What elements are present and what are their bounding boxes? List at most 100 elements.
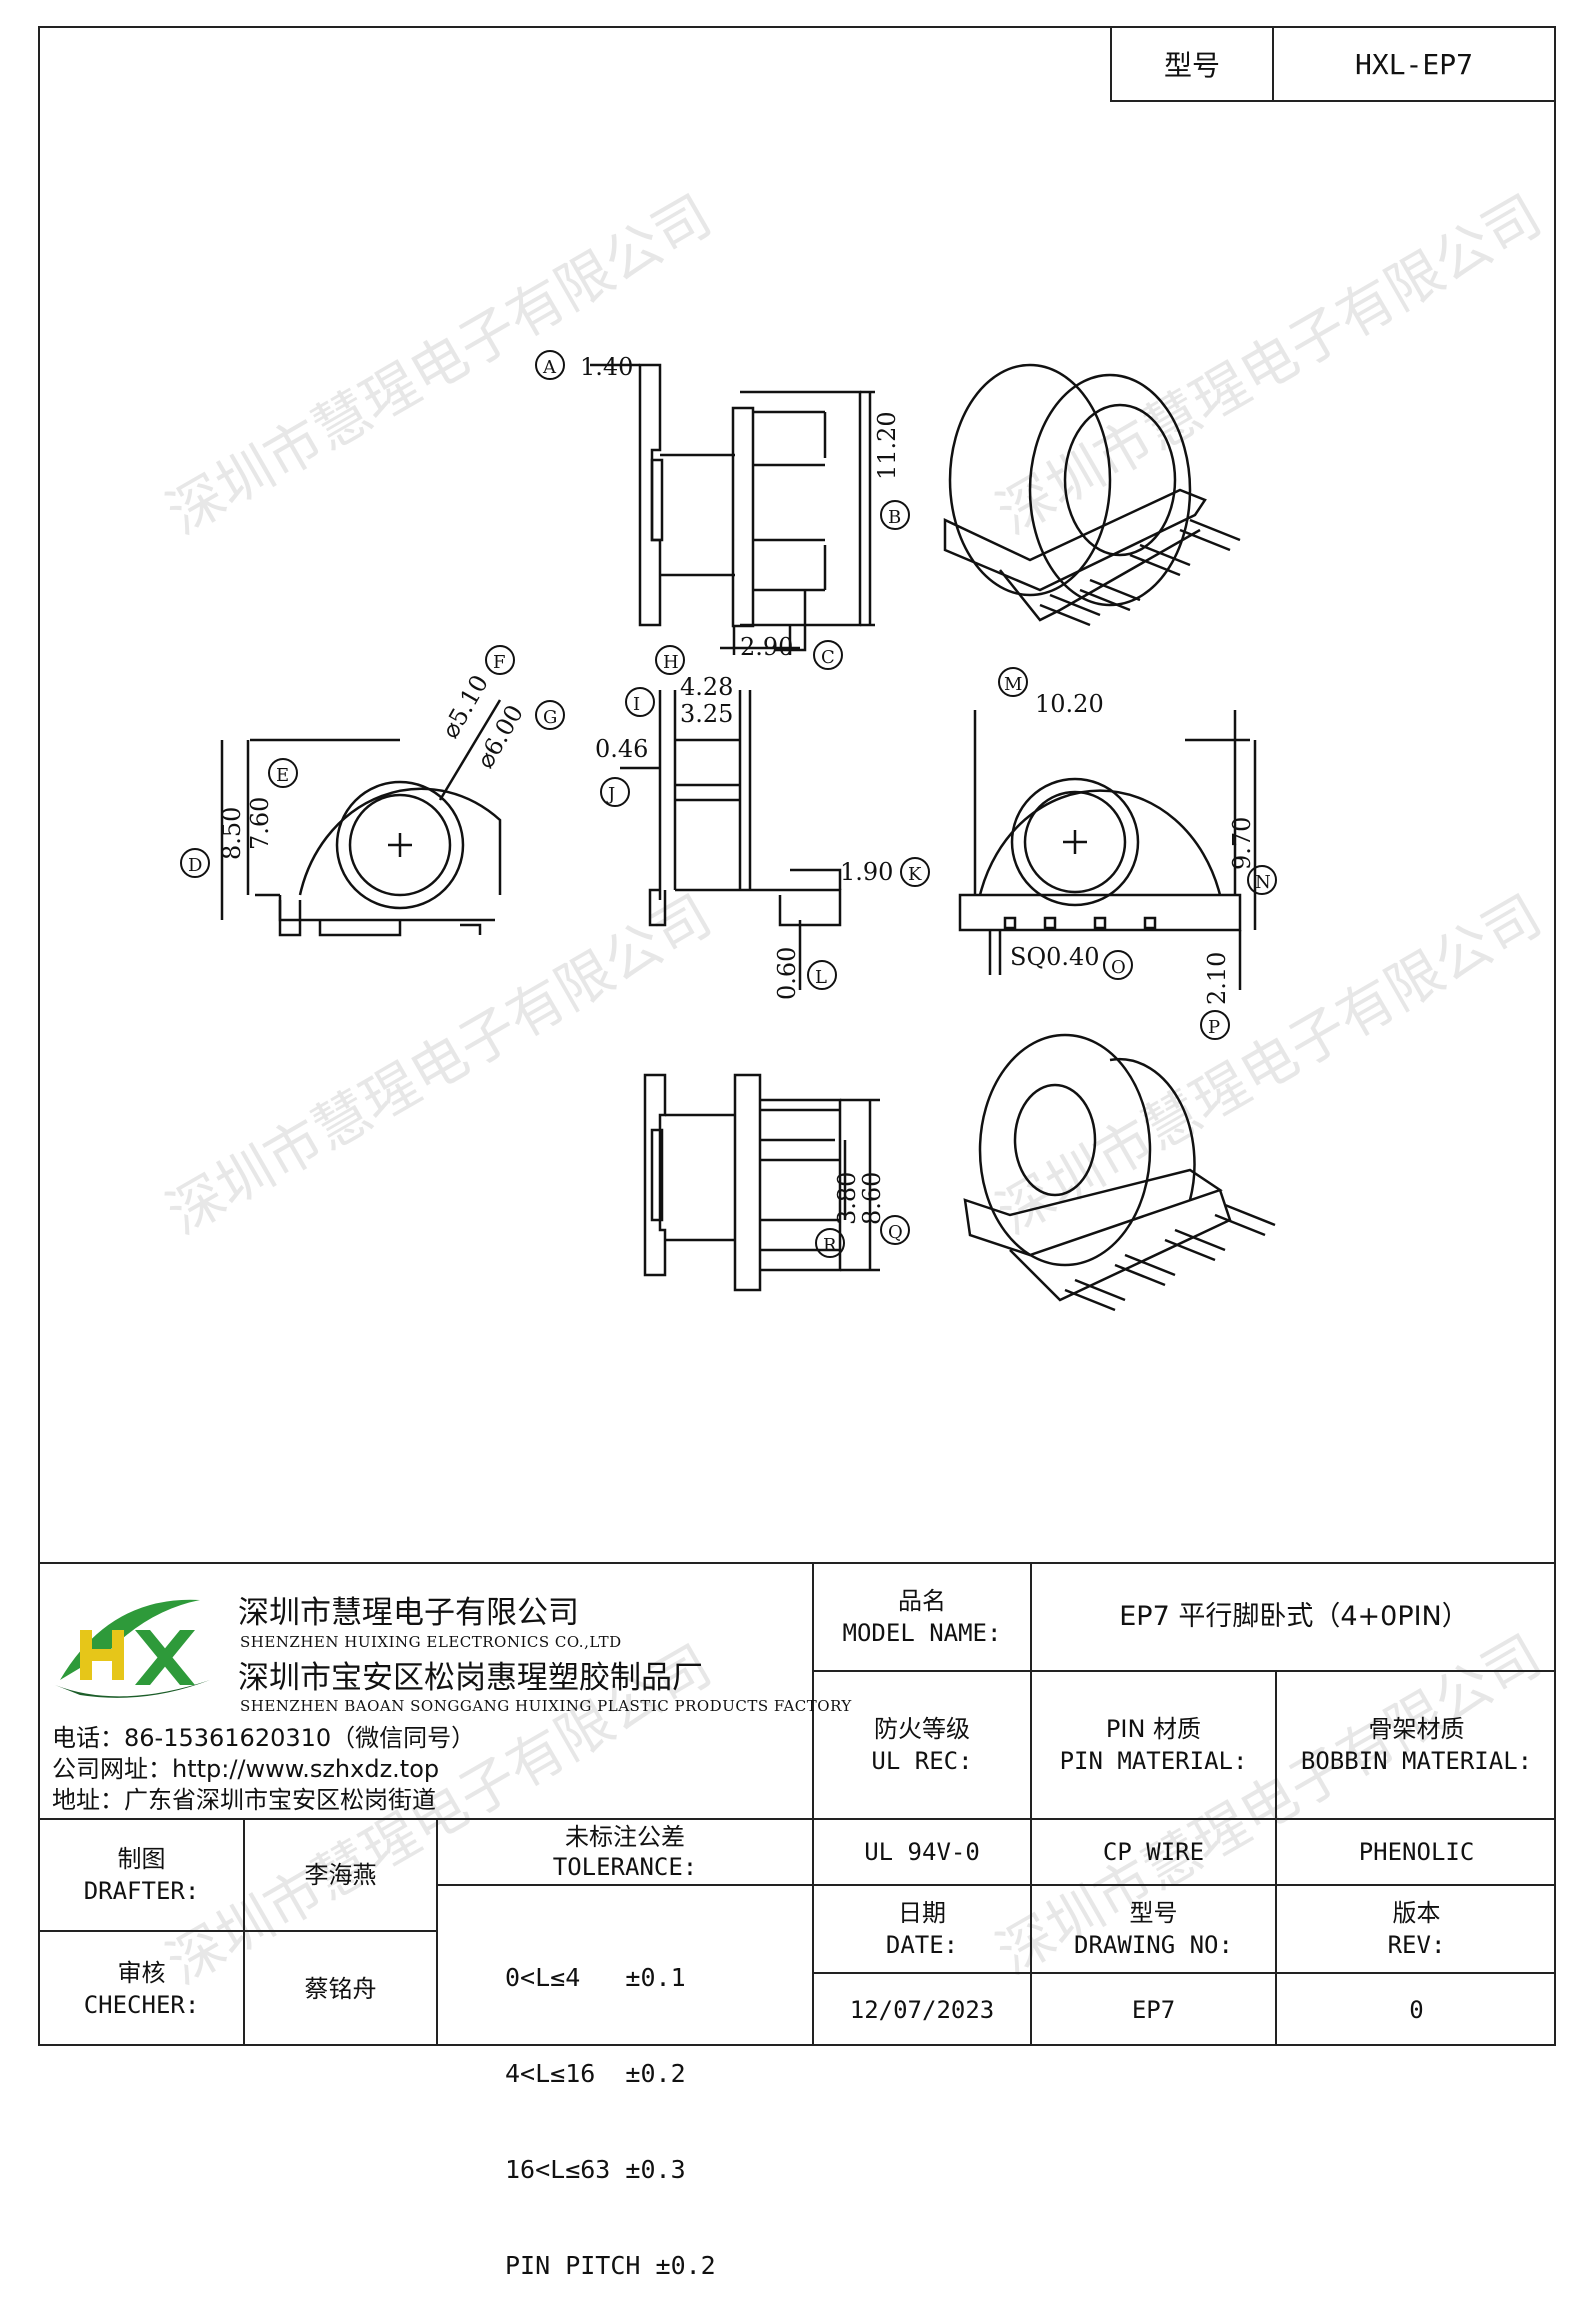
svg-text:M: M: [1004, 674, 1022, 695]
checker-label: 审核 CHECHER:: [40, 1932, 243, 2046]
header-model-label: 型号: [1112, 28, 1274, 100]
dim-j: 0.46: [595, 735, 648, 763]
svg-text:J: J: [606, 784, 615, 805]
side-view-bottom: [643, 1073, 880, 1292]
dim-c: 2.90: [740, 633, 793, 661]
ul-rec-value: UL 94V-0: [864, 1838, 980, 1866]
dim-d: 8.50: [218, 807, 246, 860]
drafter-cn: 制图: [117, 1845, 166, 1873]
company-logo: [55, 1599, 210, 1698]
iso-view-top: [943, 363, 1241, 627]
rule: [812, 1562, 814, 2046]
side-view-top: [590, 363, 875, 655]
company-website: 公司网址：http://www.szhxdz.top: [52, 1755, 440, 1783]
svg-text:G: G: [543, 707, 557, 728]
drawing-no-label: 型号 DRAWING NO:: [1032, 1886, 1275, 1972]
rule: [38, 1930, 436, 1932]
model-name-en: MODEL NAME:: [842, 1619, 1002, 1647]
date-value: 12/07/2023: [849, 1996, 995, 2024]
dim-e: 7.60: [246, 797, 274, 850]
ul-rec-cn: 防火等级: [874, 1715, 970, 1743]
dim-g: ⌀6.00: [471, 700, 529, 773]
dim-p: 2.10: [1203, 952, 1231, 1005]
dim-i: 3.25: [680, 700, 733, 728]
date-cn: 日期: [898, 1899, 946, 1927]
svg-text:I: I: [633, 694, 640, 715]
tolerance-line: PIN PITCH ±0.2: [505, 2251, 716, 2280]
rule: [1275, 1670, 1277, 2046]
svg-text:L: L: [815, 967, 827, 988]
svg-text:H: H: [663, 652, 679, 673]
rev-cn: 版本: [1392, 1899, 1441, 1927]
drawing-no-en: DRAWING NO:: [1074, 1931, 1233, 1959]
bobbin-material-value: PHENOLIC: [1358, 1838, 1475, 1866]
dim-b: 11.20: [873, 411, 901, 480]
rule: [38, 1818, 1556, 1820]
drawing-frame: [38, 26, 1556, 2046]
date-label: 日期 DATE:: [814, 1886, 1030, 1972]
dim-q: 8.60: [858, 1172, 886, 1225]
company-phone: 电话：86-15361620310（微信同号）: [52, 1724, 476, 1752]
factory-name-en: SHENZHEN BAOAN SONGGANG HUIXING PLASTIC …: [240, 1697, 852, 1715]
company-name-en: SHENZHEN HUIXING ELECTRONICS CO.,LTD: [240, 1633, 622, 1651]
rule: [812, 1972, 1556, 1974]
pin-material-cn: PIN 材质: [1105, 1715, 1202, 1743]
dim-o: SQ0.40: [1010, 943, 1100, 971]
drafter-label: 制图 DRAFTER:: [40, 1820, 243, 1930]
bobbin-material-cn: 骨架材质: [1368, 1715, 1465, 1743]
svg-text:P: P: [1208, 1017, 1220, 1038]
ul-rec-label: 防火等级 UL REC:: [814, 1672, 1030, 1818]
rev-en: REV:: [1387, 1931, 1446, 1959]
svg-text:D: D: [188, 855, 202, 876]
rule: [812, 1670, 1556, 1672]
svg-text:Q: Q: [888, 1222, 903, 1243]
svg-text:A: A: [542, 357, 557, 378]
model-name-cn: 品名: [898, 1587, 946, 1615]
header-model-box: 型号 HXL-EP7: [1110, 26, 1556, 102]
svg-text:N: N: [1255, 872, 1271, 893]
company-address: 地址：广东省深圳市宝安区松岗街道: [52, 1786, 436, 1814]
dim-a: 1.40: [580, 353, 633, 381]
front-view-right: [958, 710, 1257, 990]
dim-k: 1.90: [840, 858, 893, 886]
svg-text:K: K: [908, 864, 922, 885]
tolerance-table: 0<L≤4 ±0.1 4<L≤16 ±0.2 16<L≤63 ±0.3 PIN …: [505, 1898, 716, 2314]
title-block-top-line: [38, 1562, 1556, 1564]
technical-drawing: A 1.40 11.20 B 2.90 C 8.50 D 7.60 E ⌀5.1…: [180, 350, 1277, 1312]
tolerance-label: 未标注公差 TOLERANCE:: [438, 1820, 812, 1884]
dim-n: 9.70: [1228, 817, 1256, 870]
tolerance-line: 4<L≤16 ±0.2: [505, 2059, 686, 2088]
rule: [1030, 1562, 1032, 2046]
pin-material-label: PIN 材质 PIN MATERIAL:: [1032, 1672, 1275, 1818]
drawing-no-cn: 型号: [1129, 1899, 1178, 1927]
pin-material-en: PIN MATERIAL:: [1059, 1747, 1248, 1775]
model-name-value: EP7 平行脚卧式（4+0PIN）: [1119, 1601, 1469, 1632]
checker-en: CHECHER:: [83, 1991, 200, 2019]
drafter-name: 李海燕: [304, 1861, 377, 1889]
dimension-labels: A 1.40 11.20 B 2.90 C 8.50 D 7.60 E ⌀5.1…: [180, 350, 1277, 1258]
iso-view-bottom: [963, 1033, 1276, 1312]
rule: [812, 1884, 1556, 1886]
svg-text:O: O: [1111, 957, 1126, 978]
rule: [436, 1884, 812, 1886]
tolerance-en: TOLERANCE:: [552, 1853, 698, 1881]
dim-h: 4.28: [680, 673, 733, 701]
drawing-no-value: EP7: [1131, 1996, 1176, 2024]
tolerance-cn: 未标注公差: [565, 1823, 685, 1851]
svg-text:C: C: [821, 647, 835, 668]
svg-text:R: R: [823, 1235, 837, 1256]
front-view-left: [220, 699, 502, 937]
factory-name-cn: 深圳市宝安区松岗惠瑆塑胶制品厂: [238, 1660, 703, 1696]
checker-cn: 审核: [117, 1959, 166, 1987]
ul-rec-en: UL REC:: [871, 1747, 973, 1775]
rev-value: 0: [1409, 1996, 1424, 2024]
date-en: DATE:: [885, 1931, 959, 1959]
svg-text:E: E: [276, 765, 289, 786]
company-name-cn: 深圳市慧瑆电子有限公司: [238, 1595, 579, 1631]
tolerance-line: 0<L≤4 ±0.1: [505, 1963, 686, 1992]
drafter-en: DRAFTER:: [83, 1877, 200, 1905]
bobbin-material-label: 骨架材质 BOBBIN MATERIAL:: [1277, 1672, 1556, 1818]
header-model-value: HXL-EP7: [1354, 47, 1473, 81]
checker-name: 蔡铭舟: [304, 1975, 377, 2003]
tolerance-line: 16<L≤63 ±0.3: [505, 2155, 686, 2184]
